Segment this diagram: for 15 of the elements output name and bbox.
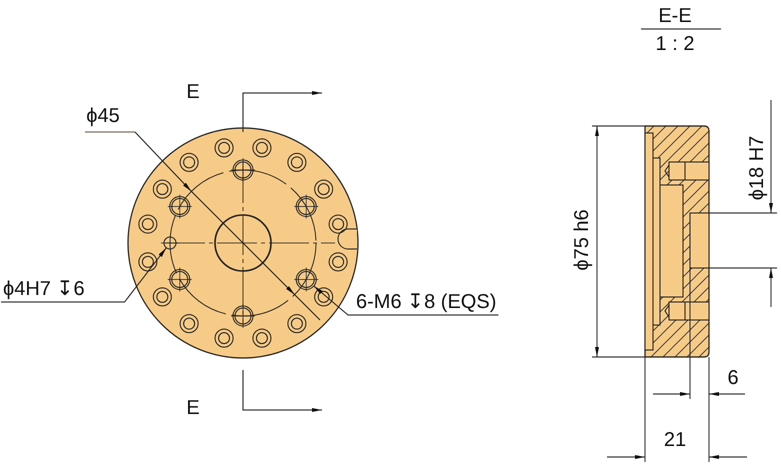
threaded-hole [294, 267, 319, 292]
dimension-text: ϕ18 H7 [747, 136, 767, 200]
callout-text: ϕ4H7 ↧6 [3, 279, 85, 299]
dimension-text: ϕ45 [86, 106, 120, 126]
callout-text: 6-M6 ↧8 (EQS) [356, 292, 496, 312]
dimension-text: 21 [664, 430, 686, 450]
section-letter: E [186, 398, 200, 418]
section-name: E-E [658, 6, 692, 26]
dimension-text: ϕ75 h6 [572, 209, 592, 271]
dimension-text: 6 [727, 368, 739, 388]
leader-line [313, 286, 499, 316]
leader-line [0, 247, 167, 302]
pin-hole [160, 236, 180, 250]
scale-text: 1 : 2 [656, 34, 694, 54]
section-letter: E [186, 82, 200, 102]
